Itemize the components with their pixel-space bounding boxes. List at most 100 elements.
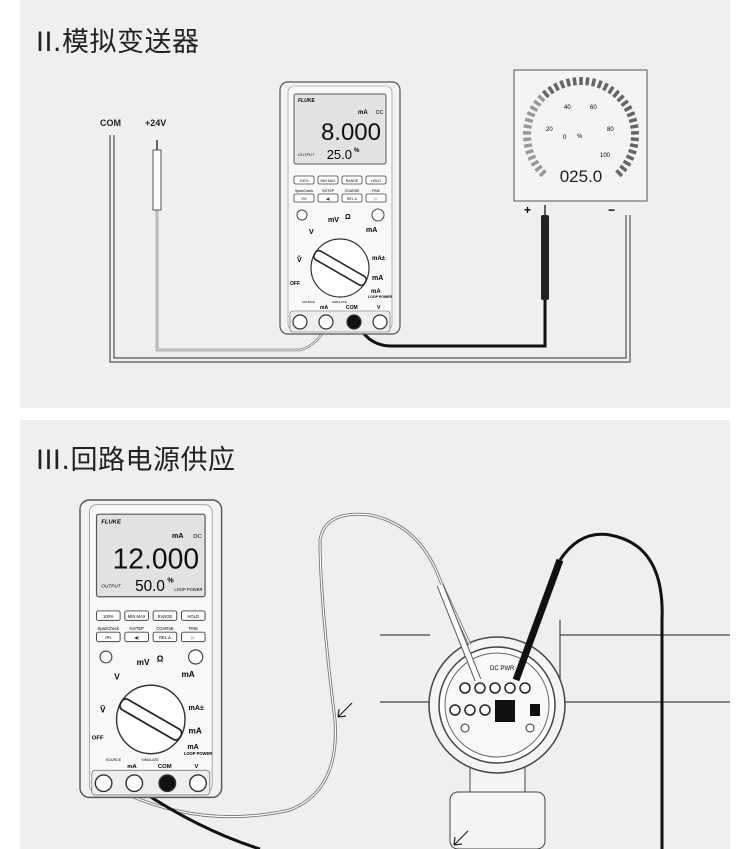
multimeter: FLUKE mA DC 8.000 OUTPUT 25.0 % 100%Span…	[279, 81, 401, 335]
meter-button[interactable]: 0%	[293, 193, 315, 203]
meter-button[interactable]: HOLD	[365, 175, 387, 185]
input-jack[interactable]	[158, 774, 177, 793]
panel-meter: 0 20 40 60 80 100 % 025.0 + −	[513, 69, 648, 217]
dial-label-ma: mA	[372, 275, 383, 282]
gauge-segment	[620, 99, 629, 108]
input-jack[interactable]	[372, 314, 388, 330]
main-reading: 8.000	[321, 119, 381, 146]
dial-label-ma: mA	[189, 727, 202, 736]
gauge-segment	[622, 159, 632, 167]
button-label: REL Δ	[347, 197, 358, 201]
button-label: MIN MAX	[128, 614, 146, 619]
gauge-segment	[523, 124, 532, 129]
backlight-button[interactable]	[99, 650, 113, 664]
terminal-screw	[459, 682, 471, 694]
gauge-reading: 025.0	[560, 167, 603, 186]
button-secondary-label: COARSE	[345, 189, 360, 193]
dial-label-ma-source: mA	[187, 743, 198, 751]
rotary-dial[interactable]	[310, 238, 370, 298]
button-label: 100%	[103, 614, 114, 619]
meter-button[interactable]: ◀)	[317, 193, 339, 203]
meter-button[interactable]: MIN MAX	[124, 610, 149, 621]
plus-terminal-label: +	[524, 203, 531, 217]
meter-button[interactable]: 100%	[96, 610, 121, 621]
button-label: RANGE	[158, 614, 173, 619]
jack-panel	[91, 769, 211, 796]
power-button[interactable]	[187, 649, 204, 665]
multimeter: FLUKE mA DC 12.000 OUTPUT 50.0 % LOOP PO…	[79, 499, 223, 799]
meter-button[interactable]: RANGE	[152, 610, 178, 621]
current-flow-arrow	[337, 702, 469, 846]
meter-button[interactable]: REL Δ	[341, 193, 363, 203]
dial-label-ma-a: mA	[366, 227, 377, 234]
mode-label: DC	[376, 110, 384, 116]
backlight-button[interactable]	[296, 209, 308, 221]
jack-label-com: COM	[346, 305, 358, 311]
gauge-segment	[523, 137, 532, 142]
dial-label-ma-pm: mA±	[372, 256, 386, 262]
input-jack[interactable]	[125, 774, 144, 793]
dial-label-off: OFF	[290, 281, 300, 287]
input-jack[interactable]	[346, 314, 362, 330]
lcd-display	[95, 513, 206, 598]
gauge-segment	[616, 94, 625, 103]
meter-button[interactable]: REL Δ	[152, 631, 178, 643]
dial-label-ma-source: mA	[371, 289, 381, 295]
dial-label-ohm: Ω	[345, 214, 351, 221]
button-label: ▷	[375, 197, 379, 201]
meter-button[interactable]: 100%	[293, 175, 315, 185]
lcd-display	[293, 93, 387, 165]
dial-label-mv: mV	[137, 658, 150, 667]
gauge-segment	[602, 82, 609, 92]
dial-label-loop-power: LOOP POWER	[368, 295, 393, 299]
input-jack[interactable]	[318, 314, 334, 330]
button-secondary-label: %STEP	[322, 189, 335, 193]
gauge-segment	[615, 169, 624, 178]
meter-button[interactable]: RANGE	[341, 175, 363, 185]
output-label: OUTPUT	[298, 152, 315, 157]
power-button[interactable]	[371, 208, 385, 222]
rotary-dial[interactable]	[115, 684, 186, 755]
meter-button[interactable]: ▷	[365, 193, 387, 203]
output-label: OUTPUT	[101, 583, 122, 589]
brand-logo: FLUKE	[298, 98, 315, 104]
percent-unit: %	[354, 148, 360, 154]
meter-button[interactable]: MIN MAX	[317, 175, 339, 185]
gauge-segment	[547, 85, 555, 95]
terminal-screw	[464, 704, 476, 716]
input-jack[interactable]	[189, 774, 207, 793]
button-secondary-label: FINE	[189, 626, 199, 631]
jack-label-v: V	[194, 764, 198, 770]
unit-label: mA	[358, 110, 368, 116]
gauge-tick-label: 100	[600, 153, 611, 159]
button-secondary-label: %STEP	[129, 626, 144, 631]
gauge-segment	[585, 77, 590, 86]
meter-button[interactable]: ◀)	[124, 631, 149, 643]
gauge-segment	[628, 148, 637, 155]
gauge-segment	[530, 159, 540, 167]
button-label: ▷	[192, 635, 196, 640]
input-jack[interactable]	[292, 314, 308, 330]
button-label: 0%	[301, 197, 306, 201]
terminal-screw	[474, 682, 486, 694]
source-label: SOURCE	[302, 300, 315, 304]
gauge-segment	[527, 154, 537, 161]
dial-label-mv: mV	[328, 217, 339, 224]
gauge-segment	[541, 89, 550, 99]
input-jack[interactable]	[94, 774, 113, 793]
gauge-segment	[623, 105, 633, 113]
gauge-segment	[607, 85, 615, 95]
meter-button[interactable]: HOLD	[181, 610, 206, 621]
gauge-segment	[630, 124, 639, 129]
simulate-label: SIMULATE	[141, 758, 159, 762]
gauge-segment	[525, 148, 534, 155]
button-label: 0%	[105, 635, 111, 640]
gauge-segment	[612, 89, 621, 99]
meter-button[interactable]: 0%	[96, 631, 121, 643]
jack-label-ma: mA	[320, 305, 328, 311]
gauge-segment	[538, 169, 547, 178]
gauge-tick-label: 40	[564, 105, 571, 111]
dial-label-v-ac: Ṽ	[100, 704, 106, 714]
meter-button[interactable]: ▷	[181, 631, 206, 643]
